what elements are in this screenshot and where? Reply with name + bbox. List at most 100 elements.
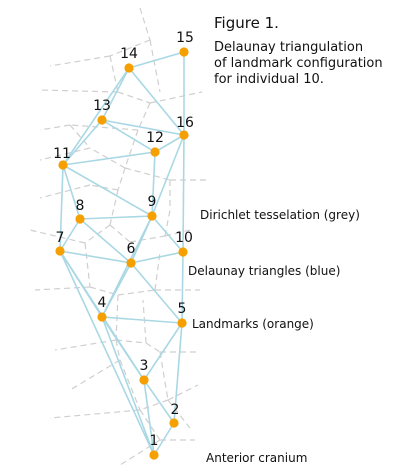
delaunay-edge-6-4 [101, 262, 132, 318]
landmark-label-1: 1 [150, 433, 159, 449]
dirichlet-segment [117, 167, 126, 191]
landmark-11 [58, 160, 68, 170]
landmark-3 [139, 375, 149, 385]
delaunay-edge-6-7 [59, 250, 132, 264]
landmark-label-8: 8 [76, 198, 85, 214]
dirichlet-segment [84, 242, 91, 288]
dirichlet-segment [139, 399, 169, 411]
delaunay-edge-4-1 [101, 316, 155, 456]
landmark-label-9: 9 [148, 194, 157, 210]
delaunay-edge-8-9 [79, 215, 153, 220]
dirichlet-segment [117, 91, 151, 104]
delaunay-edge-9-10 [151, 215, 184, 253]
landmark-9 [147, 211, 157, 221]
delaunay-edge-14-11 [62, 67, 130, 166]
landmark-label-15: 15 [176, 30, 194, 46]
landmark-label-10: 10 [175, 230, 193, 246]
dirichlet-segment [69, 124, 139, 131]
landmark-14 [124, 63, 134, 73]
delaunay-edge-5-2 [173, 322, 183, 424]
delaunay-edge-16-10 [182, 134, 185, 253]
dirichlet-segment [34, 286, 91, 291]
landmark-5 [177, 318, 187, 328]
dirichlet-segment [124, 167, 171, 181]
dirichlet-segment [109, 39, 151, 57]
dirichlet-segment [39, 184, 91, 199]
dirichlet-segment [129, 235, 166, 243]
delaunay-edge-4-3 [101, 316, 145, 381]
dirichlet-segment [124, 129, 139, 169]
landmark-label-12: 12 [146, 130, 164, 146]
landmarks-annotation: Landmarks (orange) [192, 317, 314, 331]
delaunay-edge-14-13 [101, 67, 130, 121]
delaunay-edge-12-11 [62, 151, 156, 166]
delaunay-edge-10-5 [181, 251, 184, 324]
delaunay-edge-11-8 [62, 164, 81, 220]
landmark-8 [75, 214, 85, 224]
delaunay-edge-13-12 [101, 119, 156, 153]
delaunay-edge-5-3 [143, 322, 183, 381]
anterior-annotation: Anterior cranium [206, 451, 307, 465]
dirichlet-segment [167, 399, 191, 429]
figure-caption-line-3: for individual 10. [214, 72, 324, 87]
dirichlet-segment [115, 339, 147, 344]
landmark-1 [149, 450, 159, 460]
delaunay-edge-2-1 [153, 422, 175, 456]
landmark-label-3: 3 [140, 358, 149, 374]
delaunay-annotation: Delaunay triangles (blue) [188, 264, 340, 278]
dirichlet-segment [159, 351, 169, 401]
dirichlet-segment [167, 384, 199, 401]
dirichlet-segment [154, 251, 161, 291]
delaunay-triangles [59, 51, 185, 456]
delaunay-edge-6-10 [130, 251, 184, 264]
dirichlet-segment [109, 224, 131, 243]
delaunay-edge-15-14 [128, 51, 185, 69]
landmark-label-16: 16 [176, 115, 194, 131]
delaunay-edge-6-5 [130, 262, 183, 324]
landmark-2 [169, 418, 179, 428]
landmark-4 [97, 312, 107, 322]
delaunay-edge-12-9 [151, 151, 156, 217]
dirichlet-segment [119, 439, 161, 466]
delaunay-edge-13-16 [101, 119, 185, 136]
dirichlet-segment [137, 102, 151, 131]
dirichlet-segment [117, 289, 156, 296]
landmark-label-2: 2 [171, 402, 180, 418]
landmark-6 [126, 258, 136, 268]
figure-title: Figure 1. [214, 14, 279, 32]
delaunay-edge-8-7 [59, 218, 81, 252]
dirichlet-segment [139, 7, 151, 41]
landmark-16 [179, 130, 189, 140]
landmark-label-14: 14 [120, 46, 138, 62]
delaunay-edge-13-11 [62, 119, 103, 166]
dirichlet-segment [142, 299, 147, 344]
dirichlet-segment [39, 124, 71, 131]
dirichlet-segment [69, 124, 91, 149]
dirichlet-segment [49, 55, 111, 67]
dirichlet-segment [39, 89, 119, 93]
delaunay-edge-3-1 [143, 379, 155, 456]
dirichlet-segment [149, 91, 203, 104]
landmark-label-7: 7 [56, 230, 65, 246]
dirichlet-segment [54, 339, 117, 351]
dirichlet-segment [49, 409, 141, 419]
delaunay-edge-3-2 [143, 379, 175, 424]
dirichlet-segment [119, 359, 141, 411]
dirichlet-segment [39, 147, 91, 161]
landmark-10 [178, 247, 188, 257]
figure-caption-line-2: of landmark configuration [214, 56, 383, 71]
dirichlet-segment [89, 184, 119, 191]
delaunay-edge-11-9 [62, 164, 153, 217]
landmark-label-4: 4 [98, 295, 107, 311]
delaunay-edge-4-5 [101, 316, 183, 324]
delaunay-edge-12-16 [154, 134, 185, 153]
dirichlet-segment [145, 342, 161, 353]
dirichlet-segment [149, 39, 161, 93]
landmark-7 [55, 246, 65, 256]
landmark-label-6: 6 [127, 241, 136, 257]
delaunay-edge-16-9 [151, 134, 185, 217]
dirichlet-segment [115, 339, 121, 361]
landmark-label-5: 5 [178, 301, 187, 317]
